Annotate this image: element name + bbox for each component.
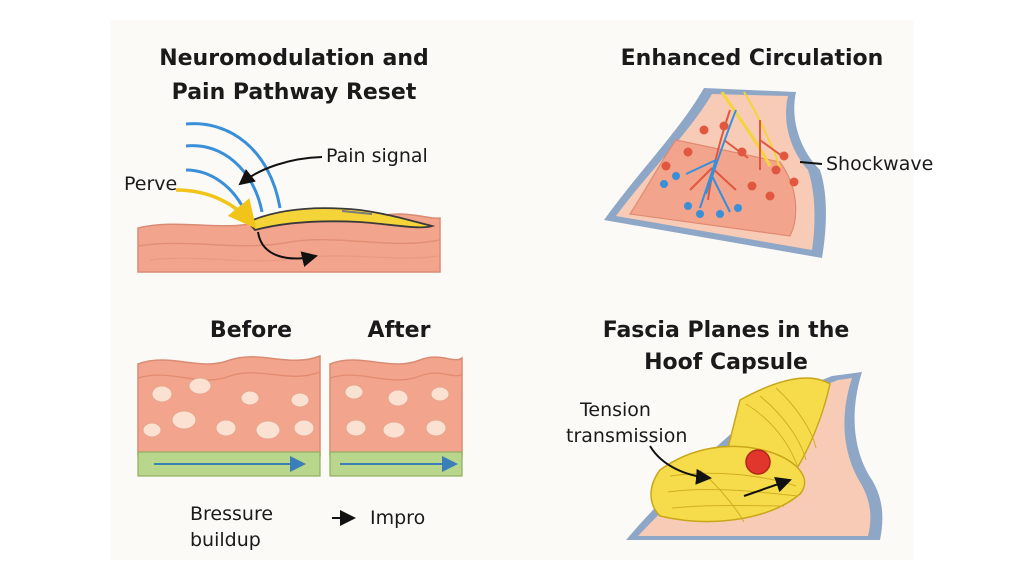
- signal-waves: [175, 122, 282, 229]
- arterial-vessels: [689, 109, 783, 201]
- before-panel: [137, 354, 321, 477]
- fascia-arrow: [743, 477, 792, 497]
- tension-label-line1: Tension: [580, 399, 651, 421]
- shockwave-label: Shockwave: [826, 153, 934, 175]
- pain-signal-arrow: [238, 156, 323, 186]
- nerve-fiber: [246, 207, 436, 232]
- tension-arrow: [649, 445, 712, 485]
- before-label: Before: [209, 318, 293, 343]
- nerve-label: Perve: [124, 173, 178, 195]
- fascia-title-line2: Hoof Capsule: [644, 350, 808, 375]
- fascia-title-line1: Fascia Planes in the: [602, 318, 850, 343]
- fascia-panel: [626, 372, 883, 540]
- after-panel: [329, 356, 463, 477]
- neuro-panel: [137, 122, 441, 273]
- shockwave-line-2: [743, 91, 781, 169]
- shockwave-pointer: [799, 161, 823, 165]
- improvement-caption: Impro: [370, 507, 426, 529]
- reset-arrow: [257, 231, 318, 267]
- pain-signal-label: Pain signal: [326, 145, 428, 167]
- pressure-caption-line1: Bressure: [190, 503, 274, 525]
- pressure-caption-line2: buildup: [190, 529, 261, 551]
- shockwave-line: [720, 91, 772, 167]
- circulation-title: Enhanced Circulation: [620, 46, 884, 71]
- focal-point: [745, 449, 771, 475]
- neuro-title-line1: Neuromodulation and: [159, 46, 429, 71]
- circulation-panel: [604, 88, 826, 258]
- blood-cells: [660, 121, 799, 218]
- after-label: After: [367, 318, 431, 343]
- venous-vessels: [685, 109, 737, 213]
- neuro-title-line2: Pain Pathway Reset: [171, 80, 417, 105]
- tension-label-line2: transmission: [566, 425, 688, 447]
